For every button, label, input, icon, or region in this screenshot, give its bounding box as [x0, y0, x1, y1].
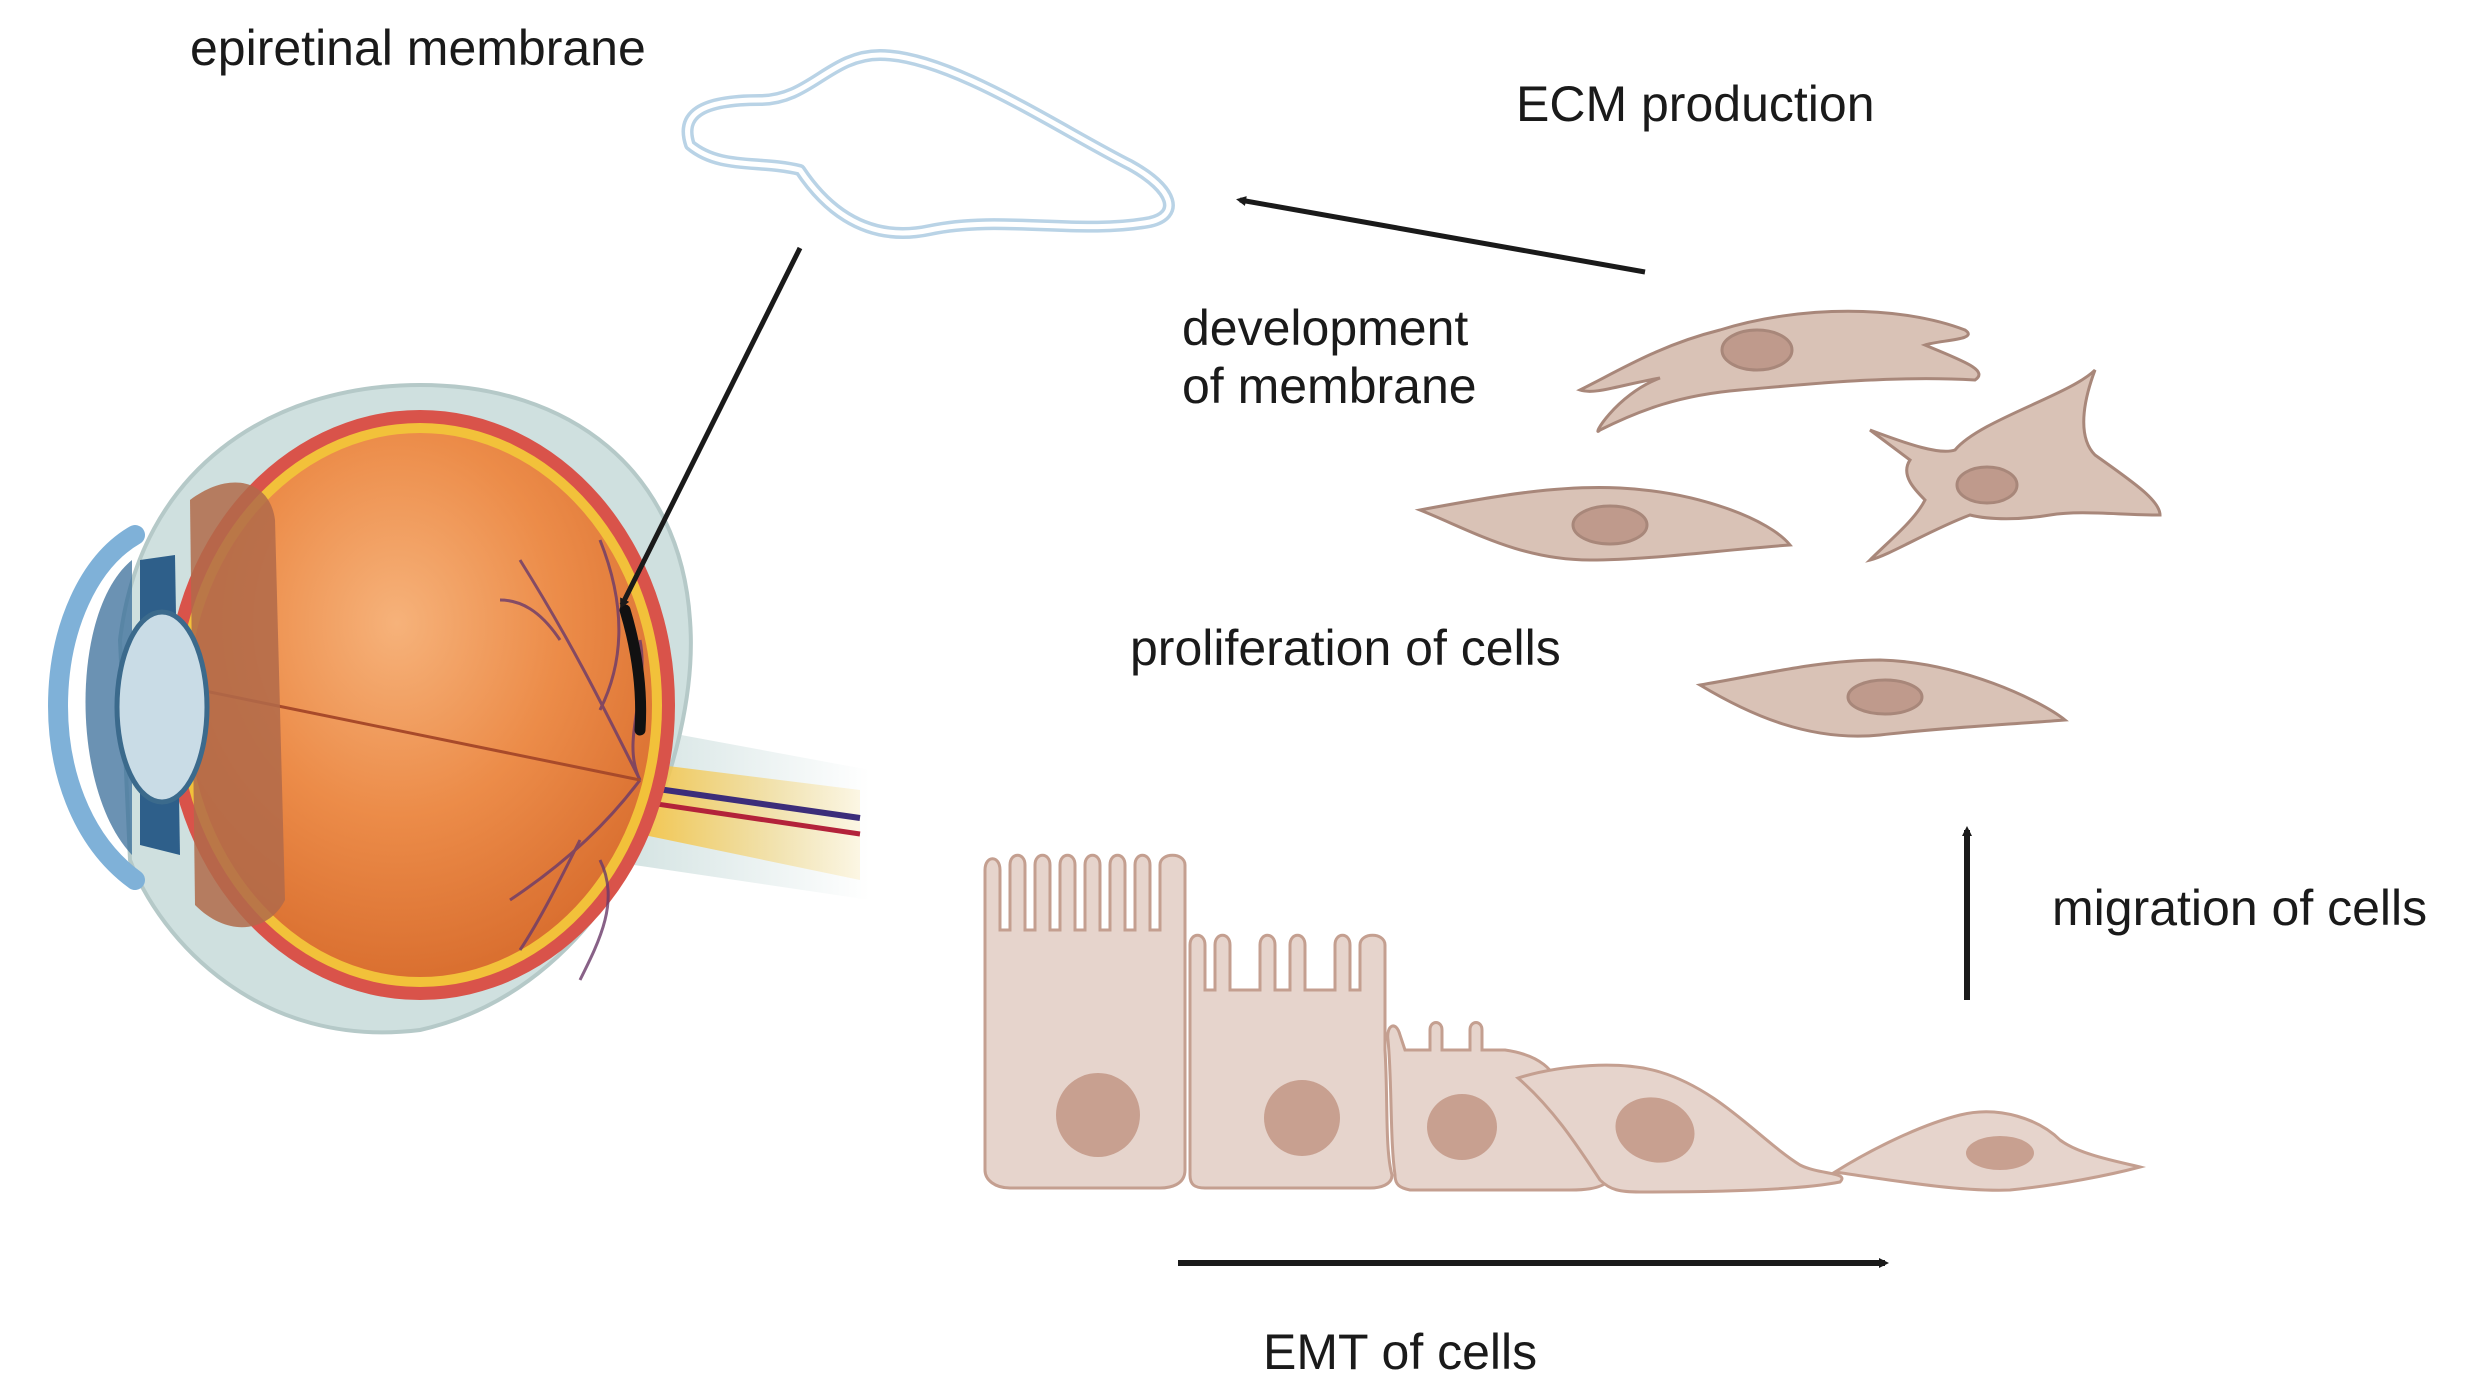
lens — [114, 609, 210, 805]
epiretinal-membrane-inner — [685, 52, 1172, 236]
optic-nerve-vessel-red — [629, 797, 861, 837]
optic-nerve-vessel — [629, 782, 861, 821]
arrow-to-eye — [619, 246, 803, 609]
proliferating-cells — [1414, 309, 2162, 738]
nucleus — [1955, 465, 2019, 505]
nucleus — [1720, 328, 1794, 372]
cell-branched-top — [1576, 309, 1981, 433]
nucleus — [1427, 1094, 1497, 1160]
ciliary-body — [190, 482, 285, 928]
proliferation-label: proliferation of cells — [1130, 620, 1561, 676]
epithelial-cells-row — [983, 853, 2141, 1194]
development-of-membrane-label: development of membrane — [1182, 300, 1477, 415]
membrane-on-retina — [619, 604, 647, 736]
nucleus — [1966, 1136, 2034, 1170]
anterior-chamber — [85, 560, 132, 855]
cornea — [48, 525, 145, 890]
nucleus — [1615, 1097, 1695, 1163]
development-label-line1: development — [1182, 300, 1469, 356]
ecm-production-label: ECM production — [1516, 76, 1875, 132]
development-label-line2: of membrane — [1182, 357, 1477, 414]
eye-illustration — [48, 382, 870, 1035]
cell-star — [1865, 368, 2162, 563]
retinal-vessels — [499, 539, 644, 981]
nucleus — [1264, 1080, 1340, 1156]
epiretinal-membrane-label: epiretinal membrane — [190, 20, 646, 76]
epiretinal-membrane-outline — [681, 49, 1175, 239]
migration-label: migration of cells — [2052, 880, 2428, 936]
emt-label: EMT of cells — [1263, 1324, 1538, 1380]
ecm-production-arrow — [1236, 196, 1646, 275]
vitreous-body — [188, 433, 652, 977]
nucleus — [1571, 504, 1649, 546]
epithelial-cell-2 — [1188, 933, 1394, 1190]
nucleus — [1846, 678, 1924, 716]
nucleus — [1056, 1073, 1140, 1157]
